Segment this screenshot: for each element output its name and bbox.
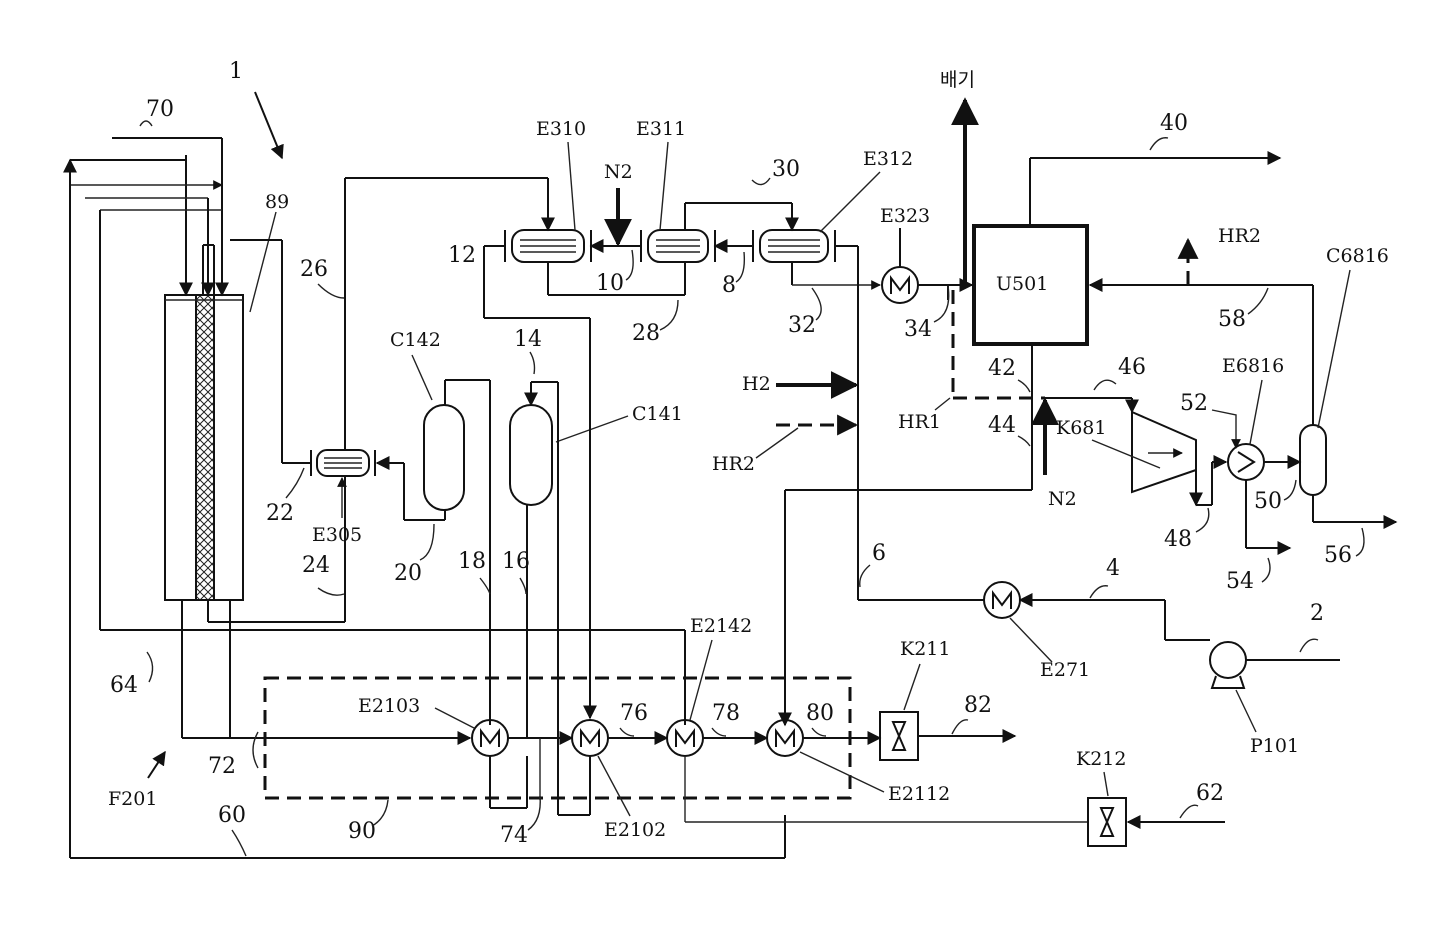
label-stream-52: 52 (1180, 391, 1208, 416)
c6816-vessel (1300, 425, 1326, 495)
stream-60-lines (70, 160, 785, 858)
label-stream-76: 76 (620, 701, 648, 726)
top-train-lines (484, 188, 880, 718)
label-stream-4: 4 (1106, 556, 1120, 581)
label-stream-6: 6 (872, 541, 886, 566)
c141-vessel (510, 405, 552, 505)
e2102-exchanger (572, 720, 608, 756)
label-stream-82: 82 (964, 693, 992, 718)
label-k211: K211 (900, 638, 950, 660)
e323-heater (882, 228, 918, 303)
stream-70-lines (70, 138, 222, 295)
k212-fan (1088, 798, 1126, 846)
e305-exchanger (311, 450, 375, 476)
stream-40-lines (1030, 158, 1280, 226)
reactor-inner-leader (250, 212, 276, 312)
label-stream-40: 40 (1160, 111, 1188, 136)
label-e2112: E2112 (888, 783, 950, 805)
label-e323: E323 (880, 205, 930, 227)
label-stream-20: 20 (394, 561, 422, 586)
label-p101: P101 (1250, 735, 1299, 757)
label-stream-24: 24 (302, 553, 330, 578)
stream-14-16-lines (527, 382, 558, 815)
label-k212: K212 (1076, 748, 1126, 770)
label-vent: 배기 (940, 69, 975, 91)
label-c142: C142 (390, 329, 441, 351)
label-e305: E305 (312, 524, 362, 546)
k211-fan (880, 712, 918, 760)
label-u501: U501 (996, 273, 1048, 295)
label-hr2-feed: HR2 (712, 453, 755, 475)
label-stream-64: 64 (110, 673, 138, 698)
label-stream-42: 42 (988, 356, 1016, 381)
label-stream-78: 78 (712, 701, 740, 726)
label-stream-14: 14 (514, 327, 542, 352)
label-n2-top: N2 (604, 161, 633, 183)
label-furnace: F201 (108, 788, 157, 810)
label-e2102: E2102 (604, 819, 666, 841)
p101-pump (1210, 642, 1246, 688)
label-stream-8: 8 (722, 273, 736, 298)
e312-exchanger (753, 230, 835, 262)
label-stream-58: 58 (1218, 307, 1246, 332)
e2103-exchanger (472, 720, 508, 756)
k681-compressor (1132, 412, 1196, 492)
label-stream-12: 12 (448, 243, 476, 268)
label-stream-48: 48 (1164, 527, 1192, 552)
label-e311: E311 (636, 118, 686, 140)
label-stream-80: 80 (806, 701, 834, 726)
label-stream-44: 44 (988, 413, 1016, 438)
label-stream-90: 90 (348, 819, 376, 844)
label-stream-10: 10 (596, 271, 624, 296)
label-stream-16: 16 (502, 549, 530, 574)
label-stream-26: 26 (300, 257, 328, 282)
label-stream-74: 74 (500, 823, 528, 848)
reactor (165, 295, 243, 600)
label-stream-46: 46 (1118, 355, 1146, 380)
label-stream-70: 70 (146, 97, 174, 122)
label-hr2-vent: HR2 (1218, 225, 1261, 247)
label-e2103: E2103 (358, 695, 420, 717)
label-h2: H2 (742, 373, 771, 395)
e2112-exchanger (767, 720, 803, 756)
label-stream-2: 2 (1310, 601, 1324, 626)
label-k681: K681 (1056, 417, 1106, 439)
e6816-cooler (1228, 444, 1264, 480)
label-c6816: C6816 (1326, 245, 1389, 267)
e271-heater (984, 582, 1020, 618)
stream-48-lines (1196, 460, 1226, 505)
label-stream-34: 34 (904, 317, 932, 342)
label-stream-62: 62 (1196, 781, 1224, 806)
label-stream-28: 28 (632, 321, 660, 346)
label-e271: E271 (1040, 659, 1090, 681)
bottom-train-lines (490, 738, 1088, 822)
label-e6816: E6816 (1222, 355, 1284, 377)
label-stream-60: 60 (218, 803, 246, 828)
label-stream-30: 30 (772, 157, 800, 182)
stream-72-lines (182, 600, 470, 738)
label-hr1: HR1 (898, 411, 941, 433)
label-e310: E310 (536, 118, 586, 140)
label-e312: E312 (863, 148, 913, 170)
label-stream-22: 22 (266, 501, 294, 526)
label-e2142: E2142 (690, 615, 752, 637)
c142-vessel (424, 405, 464, 510)
label-stream-50: 50 (1254, 489, 1282, 514)
label-n2-bottom: N2 (1048, 488, 1077, 510)
label-stream-32: 32 (788, 313, 816, 338)
e310-exchanger (505, 230, 591, 262)
label-reactor-inner: 89 (265, 191, 289, 213)
label-stream-18: 18 (458, 549, 486, 574)
label-reactor: 1 (229, 59, 243, 84)
e2142-exchanger (667, 720, 703, 756)
e311-exchanger (641, 230, 715, 262)
reactor-pointer-arrow (255, 92, 282, 158)
label-stream-54: 54 (1226, 569, 1254, 594)
label-stream-56: 56 (1324, 543, 1352, 568)
label-c141: C141 (632, 403, 683, 425)
label-stream-72: 72 (208, 754, 236, 779)
